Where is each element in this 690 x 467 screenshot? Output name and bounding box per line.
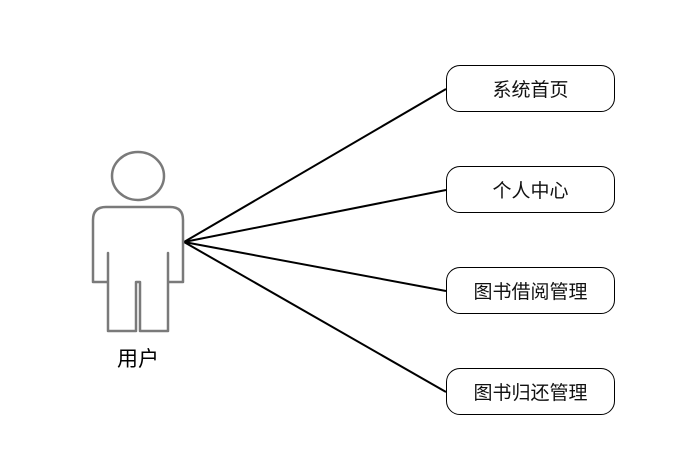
actor-head bbox=[110, 150, 166, 202]
actor-user-icon bbox=[91, 150, 185, 333]
use-case-home: 系统首页 bbox=[446, 65, 615, 112]
association-line-2 bbox=[183, 189, 447, 243]
association-line-4 bbox=[183, 241, 447, 393]
association-line-3 bbox=[183, 241, 447, 292]
association-line-1 bbox=[183, 88, 447, 243]
actor-body bbox=[91, 205, 185, 333]
use-case-personal-center: 个人中心 bbox=[446, 166, 615, 213]
use-case-return-management: 图书归还管理 bbox=[446, 368, 615, 415]
use-case-borrow-management: 图书借阅管理 bbox=[446, 267, 615, 314]
actor-label: 用户 bbox=[117, 347, 159, 371]
